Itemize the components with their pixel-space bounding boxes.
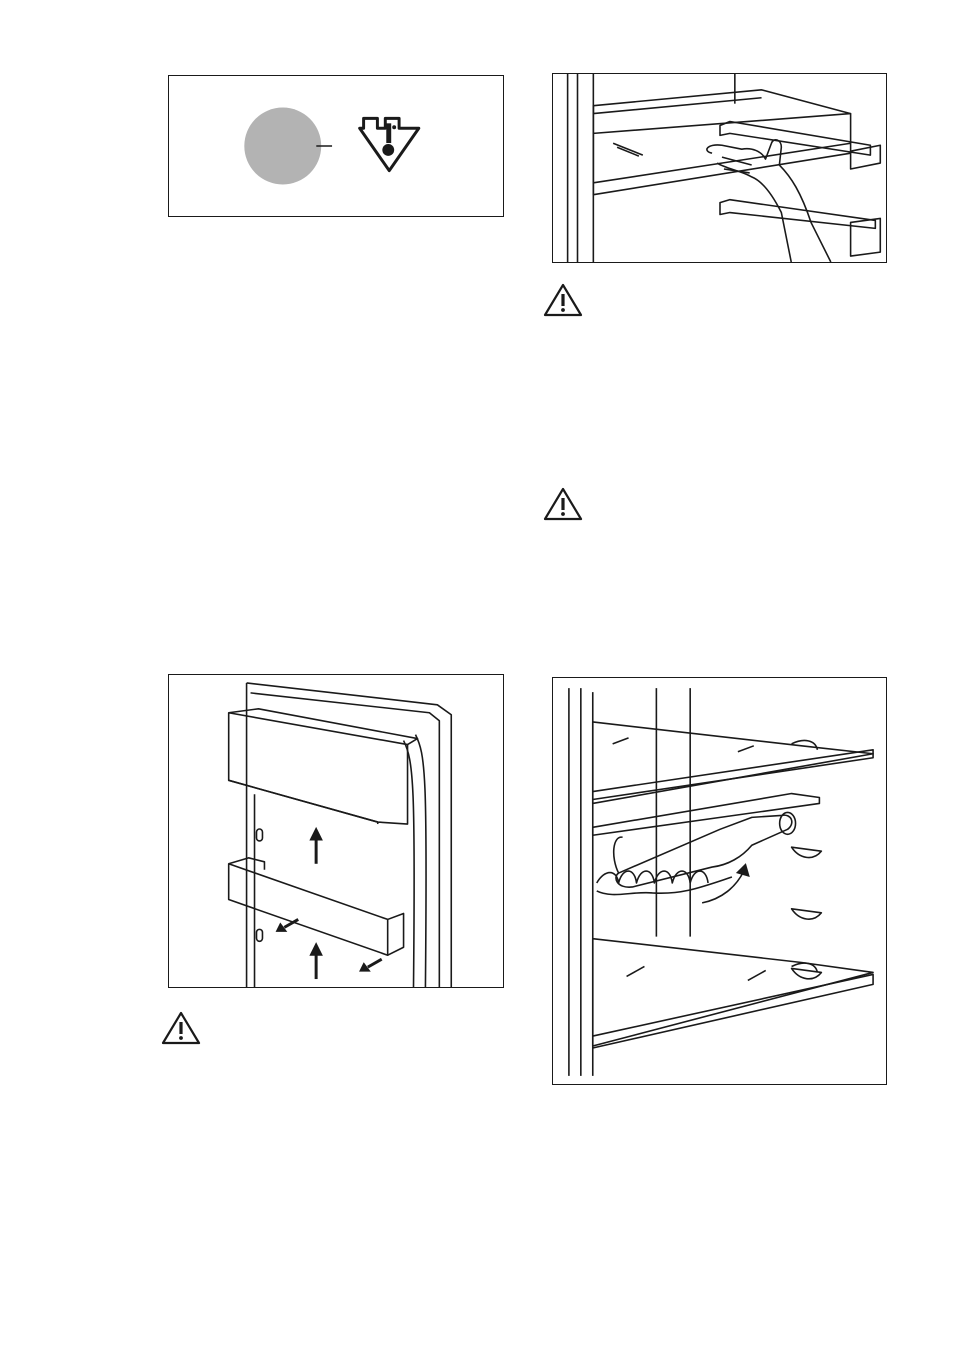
indicator-circle [244,108,321,185]
warning-triangle-icon [542,486,584,522]
door-balcony-figure [168,674,504,988]
shelf-removal-drawing [553,74,886,262]
warning-3 [160,1010,202,1046]
shelf-removal-figure [552,73,887,263]
door-balcony-drawing [169,675,503,987]
cold-zone-indicator-drawing [169,76,503,216]
bottle-rack-figure [552,677,887,1085]
bottle-rack-drawing [553,678,886,1084]
warning-2 [542,486,584,522]
warning-triangle-icon [542,282,584,318]
warning-1 [542,282,584,318]
warning-triangle-icon [160,1010,202,1046]
cold-zone-indicator-figure [168,75,504,217]
